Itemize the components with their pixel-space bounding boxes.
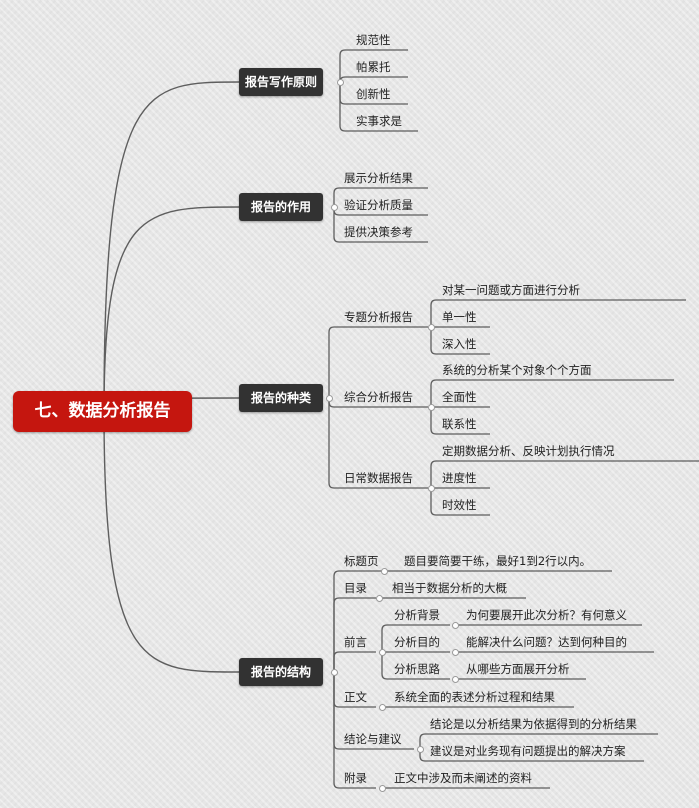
appendix-toggle[interactable] bbox=[378, 784, 386, 792]
type-subtopic[interactable]: 日常数据报告 bbox=[344, 471, 413, 485]
toc-toggle[interactable] bbox=[375, 594, 383, 602]
types-link-2 bbox=[328, 398, 340, 489]
structure-link-1 bbox=[333, 597, 340, 672]
structure-section[interactable]: 前言 bbox=[344, 635, 367, 649]
structure-detail[interactable]: 系统全面的表述分析过程和结果 bbox=[394, 690, 555, 704]
preface-item-toggle[interactable] bbox=[451, 675, 459, 683]
function-item[interactable]: 验证分析质量 bbox=[344, 198, 413, 212]
branch-report-function[interactable]: 报告的作用 bbox=[239, 193, 323, 221]
structure-detail[interactable]: 题目要简要干练，最好1到2行以内。 bbox=[404, 554, 592, 568]
type-detail[interactable]: 深入性 bbox=[442, 337, 477, 351]
structure-section[interactable]: 目录 bbox=[344, 581, 367, 595]
principles-collapse-toggle[interactable] bbox=[336, 78, 344, 86]
preface-detail[interactable]: 为何要展开此次分析？有何意义 bbox=[466, 608, 627, 622]
conclusion-toggle[interactable] bbox=[416, 745, 424, 753]
type-collapse-toggle[interactable] bbox=[427, 323, 435, 331]
function-collapse-toggle[interactable] bbox=[330, 203, 338, 211]
principle-item[interactable]: 帕累托 bbox=[356, 60, 391, 74]
branch-writing-principles[interactable]: 报告写作原则 bbox=[239, 68, 323, 96]
body-toggle[interactable] bbox=[378, 703, 386, 711]
preface-toggle[interactable] bbox=[378, 648, 386, 656]
root-topic[interactable]: 七、数据分析报告 bbox=[13, 391, 192, 432]
preface-item-toggle[interactable] bbox=[451, 621, 459, 629]
structure-link-2 bbox=[333, 651, 340, 672]
structure-section[interactable]: 正文 bbox=[344, 690, 367, 704]
type-collapse-toggle[interactable] bbox=[427, 403, 435, 411]
type-collapse-toggle[interactable] bbox=[427, 484, 435, 492]
structure-link-5 bbox=[333, 672, 340, 789]
function-link-2 bbox=[333, 207, 340, 243]
principle-item[interactable]: 实事求是 bbox=[356, 114, 402, 128]
structure-detail[interactable]: 相当于数据分析的大概 bbox=[392, 581, 507, 595]
type-detail[interactable]: 进度性 bbox=[442, 471, 477, 485]
type-0-link-0 bbox=[430, 299, 438, 327]
type-detail[interactable]: 系统的分析某个对象个个方面 bbox=[442, 363, 592, 377]
principle-item[interactable]: 规范性 bbox=[356, 33, 391, 47]
preface-item-toggle[interactable] bbox=[451, 648, 459, 656]
branch-report-types[interactable]: 报告的种类 bbox=[239, 384, 323, 412]
type-subtopic[interactable]: 专题分析报告 bbox=[344, 310, 413, 324]
cover-toggle[interactable] bbox=[380, 567, 388, 575]
preface-item[interactable]: 分析背景 bbox=[394, 608, 440, 622]
type-2-link-0 bbox=[430, 460, 438, 488]
preface-item[interactable]: 分析目的 bbox=[394, 635, 440, 649]
branch-report-structure[interactable]: 报告的结构 bbox=[239, 658, 323, 686]
function-link-0 bbox=[333, 187, 340, 207]
type-detail[interactable]: 定期数据分析、反映计划执行情况 bbox=[442, 444, 615, 458]
preface-item[interactable]: 分析思路 bbox=[394, 662, 440, 676]
type-detail[interactable]: 联系性 bbox=[442, 417, 477, 431]
structure-collapse-toggle[interactable] bbox=[330, 668, 338, 676]
conclusion-link-1 bbox=[419, 749, 426, 762]
type-detail[interactable]: 时效性 bbox=[442, 498, 477, 512]
structure-detail[interactable]: 正文中涉及而未阐述的资料 bbox=[394, 771, 532, 785]
root-link-report-structure bbox=[103, 410, 240, 673]
conclusion-link-0 bbox=[419, 733, 426, 749]
type-detail[interactable]: 单一性 bbox=[442, 310, 477, 324]
structure-section[interactable]: 结论与建议 bbox=[344, 732, 402, 746]
structure-link-0 bbox=[333, 570, 340, 672]
type-subtopic[interactable]: 综合分析报告 bbox=[344, 390, 413, 404]
root-link-report-function bbox=[103, 206, 240, 412]
structure-section[interactable]: 附录 bbox=[344, 771, 367, 785]
type-0-link-2 bbox=[430, 327, 438, 355]
principles-link-0 bbox=[339, 49, 352, 82]
types-collapse-toggle[interactable] bbox=[325, 394, 333, 402]
types-link-0 bbox=[328, 326, 340, 398]
type-1-link-2 bbox=[430, 407, 438, 435]
principles-link-3 bbox=[339, 82, 352, 132]
type-detail[interactable]: 全面性 bbox=[442, 390, 477, 404]
type-1-link-0 bbox=[430, 379, 438, 407]
preface-link-2 bbox=[381, 652, 390, 680]
preface-detail[interactable]: 从哪些方面展开分析 bbox=[466, 662, 570, 676]
structure-detail[interactable]: 建议是对业务现有问题提出的解决方案 bbox=[430, 744, 626, 758]
function-item[interactable]: 展示分析结果 bbox=[344, 171, 413, 185]
root-link-writing-principles bbox=[103, 81, 240, 412]
type-2-link-2 bbox=[430, 488, 438, 516]
structure-section[interactable]: 标题页 bbox=[344, 554, 379, 568]
preface-link-0 bbox=[381, 624, 390, 652]
type-detail[interactable]: 对某一问题或方面进行分析 bbox=[442, 283, 580, 297]
structure-detail[interactable]: 结论是以分析结果为依据得到的分析结果 bbox=[430, 717, 637, 731]
principle-item[interactable]: 创新性 bbox=[356, 87, 391, 101]
function-item[interactable]: 提供决策参考 bbox=[344, 225, 413, 239]
preface-detail[interactable]: 能解决什么问题？达到何种目的 bbox=[466, 635, 627, 649]
